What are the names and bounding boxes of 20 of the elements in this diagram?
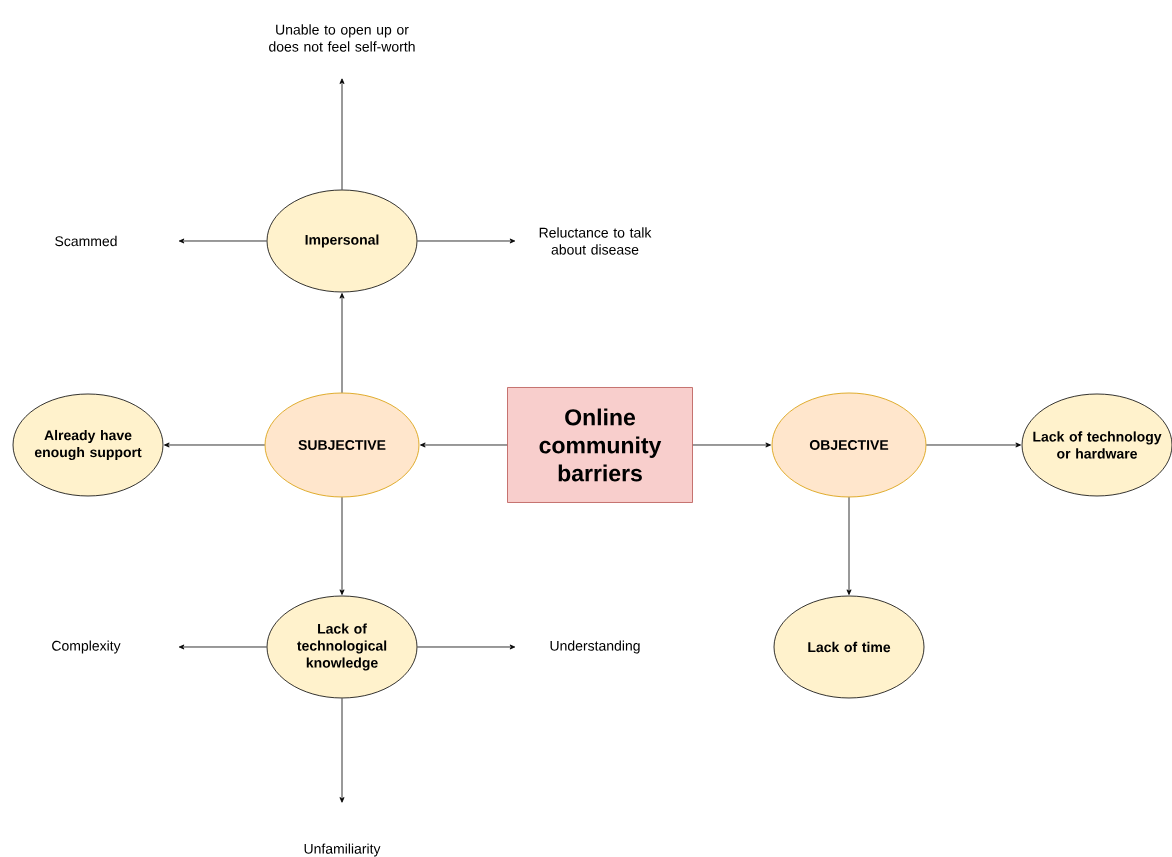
barrier-text: Reluctance to talk about disease: [539, 227, 652, 255]
barrier-text: Complexity: [52, 640, 121, 654]
arrow: [339, 497, 345, 595]
barrier-text: Scammed: [55, 235, 117, 247]
arrow: [178, 644, 267, 650]
arrow: [417, 238, 516, 244]
arrow: [164, 442, 265, 448]
arrow: [846, 497, 852, 595]
barrier-text: Understanding: [550, 640, 640, 654]
barrier-text: Unable to open up or does not feel self-worth: [269, 24, 415, 52]
title-box: Online community barriers: [507, 387, 693, 503]
arrow: [339, 698, 345, 803]
barrier-text: Unfamiliarity: [304, 843, 381, 857]
arrow: [178, 238, 267, 244]
arrow: [420, 442, 508, 448]
arrow: [339, 78, 345, 190]
arrow: [692, 442, 771, 448]
arrow: [417, 644, 516, 650]
arrow: [926, 442, 1021, 448]
arrow: [339, 293, 345, 393]
